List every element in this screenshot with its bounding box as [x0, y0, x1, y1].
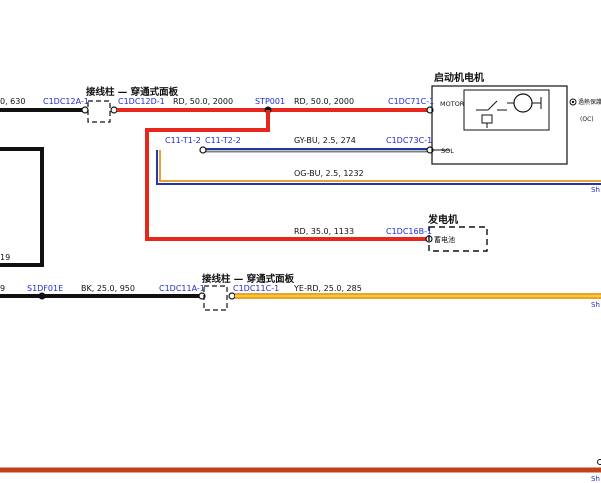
wire-label-rd-50-2000-a: RD, 50.0, 2000	[173, 97, 233, 106]
connector-c1dc73c-1: C1DC73C-1	[386, 136, 432, 145]
relay-coil	[481, 114, 493, 124]
wire-label-og-bu: OG-BU, 2.5, 1232	[294, 169, 364, 178]
wire-og-bu	[159, 150, 601, 182]
starter-motor-title: 启动机电机	[434, 71, 484, 84]
oc-label: (OC)	[580, 116, 594, 123]
connector-pin	[81, 106, 89, 114]
splice-s1df01e	[38, 292, 46, 300]
sheet-ref-2: Sh	[591, 301, 600, 309]
wire-label-rd-50-2000-b: RD, 50.0, 2000	[294, 97, 354, 106]
left-component-box	[0, 147, 44, 267]
motor-icon	[513, 93, 533, 113]
generator-battery-box	[428, 226, 488, 252]
connector-pin	[597, 459, 601, 465]
label-num-9: 9	[0, 284, 5, 293]
connector-pin	[110, 106, 118, 114]
connector-c1dc11c-1: C1DC11C-1	[233, 284, 279, 293]
terminal-block-2-title: 接线柱 — 穿通式面板	[202, 273, 295, 285]
wire-label-rd-35-1133: RD, 35.0, 1133	[294, 227, 354, 236]
connector-c1dc16b-1: C1DC16B-1	[386, 227, 432, 236]
motor-label: MOTOR	[440, 100, 465, 108]
starter-motor-box	[431, 85, 568, 165]
sheet-ref-1: Sh	[591, 186, 600, 194]
connector-pin	[199, 146, 207, 154]
connector-pin	[228, 292, 236, 300]
wire-label-gy-bu: GY-BU, 2.5, 274	[294, 136, 356, 145]
terminal-block-1	[87, 100, 111, 123]
wire-red-generator	[145, 110, 426, 241]
connector-c1dc12a-1: C1DC12A-1	[43, 97, 89, 106]
connector-c11-t2-2: C11-T2-2	[205, 136, 241, 145]
splice-stp001-label: STP001	[255, 97, 285, 106]
label-val-0-630: 0, 630	[0, 97, 25, 106]
motor-inner-box	[463, 89, 550, 131]
connector-c1dc11a-1: C1DC11A-1	[159, 284, 205, 293]
terminal-block-2	[203, 285, 228, 311]
label-num-19: 19	[0, 253, 10, 262]
connector-c1dc12d-1: C1DC12D-1	[118, 97, 165, 106]
generator-title: 发电机	[427, 213, 458, 226]
battery-label: 蓄电池	[434, 235, 455, 244]
sol-label: SOL	[441, 147, 454, 155]
splice-s1df01e-label: S1DF01E	[27, 284, 63, 293]
overheat-label: 過熱保護	[578, 98, 601, 106]
wire-label-bk-25-950: BK, 25.0, 950	[81, 284, 135, 293]
terminal-block-1-title: 接线柱 — 穿通式面板	[86, 86, 179, 98]
sheet-ref-3: Sh	[591, 475, 600, 483]
wire-label-ye-rd: YE-RD, 25.0, 285	[293, 284, 362, 293]
connector-c11-t1-2: C11-T1-2	[165, 136, 201, 145]
connector-c1dc71c-1: C1DC71C-1	[388, 97, 434, 106]
